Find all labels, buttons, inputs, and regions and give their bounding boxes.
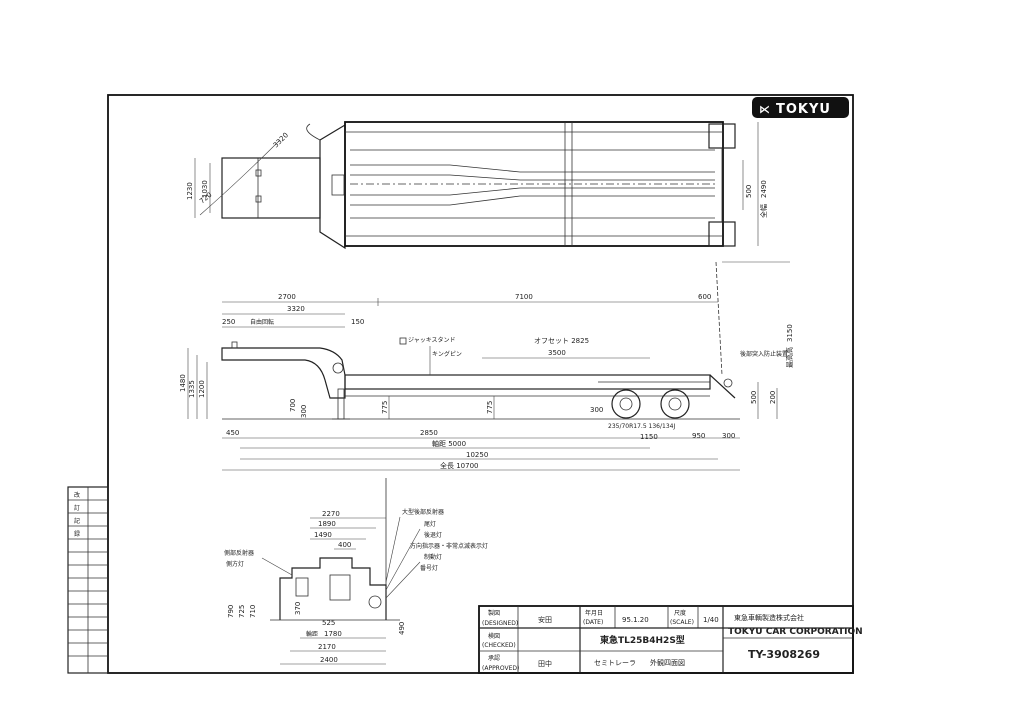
checked-label-en: (CHECKED) <box>482 642 516 649</box>
rear-dim-400: 400 <box>338 541 351 549</box>
side-dim-700: 700 <box>289 399 297 412</box>
logo-text: TOKYU <box>776 102 831 117</box>
side-dim-3150-prefix: 最高高 <box>785 347 794 368</box>
side-dim-7100: 7100 <box>515 293 533 301</box>
side-dim-500: 500 <box>750 391 758 404</box>
drawing-frame <box>107 94 854 674</box>
company-name-en: TOKYU CAR CORPORATION <box>728 627 863 637</box>
designed-label-jp: 製図 <box>488 609 500 617</box>
drawing-desc-1: セミトレーラ <box>594 659 636 667</box>
scale-label-en: (SCALE) <box>670 619 694 626</box>
rear-view: 2270 1890 1490 400 輪距 1780 2170 2400 525… <box>224 478 488 665</box>
side-tire-size: 235/70R17.5 136/134J <box>608 423 675 430</box>
side-dim-10250: 10250 <box>466 451 488 459</box>
side-dim-3320: 3320 <box>287 305 305 313</box>
rear-label-tail-lamp: 尾灯 <box>424 520 436 528</box>
logo-icon: ⋉ <box>759 103 770 116</box>
tokyu-logo: ⋉ TOKYU <box>752 97 849 118</box>
wheel-front <box>611 389 641 419</box>
rear-dim-790: 790 <box>227 605 235 618</box>
side-dim-2700: 2700 <box>278 293 296 301</box>
revision-label-2: 記 <box>74 517 80 525</box>
rear-label-brake-lamp: 制動灯 <box>424 553 442 561</box>
scale-label-jp: 尺度 <box>674 609 686 617</box>
plan-dim-500: 500 <box>745 185 753 198</box>
side-dim-1335: 1335 <box>188 380 196 398</box>
rear-dim-1780-prefix: 輪距 <box>306 630 318 638</box>
side-dim-300: 300 <box>300 405 308 418</box>
plan-dim-3320: 3320 <box>272 131 290 149</box>
side-dim-offset: オフセット 2825 <box>534 337 589 345</box>
rear-dim-725: 725 <box>238 605 246 618</box>
revision-label-1: 訂 <box>74 504 80 512</box>
side-label-kingpin: キングピン <box>432 350 462 358</box>
drawing-number: TY-3908269 <box>748 648 820 661</box>
model-name: 東急TL25B4H2S型 <box>600 634 685 646</box>
rear-dim-710: 710 <box>249 605 257 618</box>
rear-label-reverse-lamp: 後退灯 <box>424 531 442 539</box>
plan-dim-2490: 2490 <box>760 180 768 198</box>
approved-name: 田中 <box>538 659 552 668</box>
rear-label-side-reflector: 側部反射器 <box>224 549 254 557</box>
plan-dim-2490-prefix: 全幅 <box>759 204 768 218</box>
rear-dim-2170: 2170 <box>318 643 336 651</box>
revision-block: 改 訂 記 録 <box>67 486 109 674</box>
side-dim-2850: 2850 <box>420 429 438 437</box>
side-label-underrun: 後部突入防止装置 <box>740 350 788 358</box>
rear-label-side-marker: 側方灯 <box>226 560 244 568</box>
revision-label-3: 録 <box>74 530 80 538</box>
side-dim-300c: 300 <box>722 432 735 440</box>
side-dim-wheelbase: 軸距 5000 <box>432 439 466 448</box>
approved-label-en: (APPROVED) <box>482 665 519 672</box>
designed-name: 安田 <box>538 615 552 624</box>
side-dim-250-label: 自由回転 <box>250 318 274 326</box>
side-dim-450: 450 <box>226 429 239 437</box>
revision-label-0: 改 <box>74 491 80 499</box>
side-dim-150: 150 <box>351 318 364 326</box>
side-dim-300b: 300 <box>590 406 603 414</box>
company-name-jp: 東急車輌製造株式会社 <box>734 613 804 622</box>
side-dim-600: 600 <box>698 293 711 301</box>
rear-dim-525: 525 <box>322 619 335 627</box>
side-dim-1200: 1200 <box>198 380 206 398</box>
rear-dim-2400: 2400 <box>320 656 338 664</box>
drawing-desc-2: 外観四面図 <box>650 658 685 667</box>
rear-dim-490: 490 <box>398 622 406 635</box>
title-block: 製図 (DESIGNED) 安田 検図 (CHECKED) 承認 (APPROV… <box>478 605 863 674</box>
date-label-en: (DATE) <box>583 619 603 626</box>
rear-dim-1490: 1490 <box>314 531 332 539</box>
rear-label-turn-signal: 方向指示器・非常点滅表示灯 <box>410 542 488 550</box>
side-dim-775b: 775 <box>486 401 494 414</box>
approved-label-jp: 承認 <box>488 654 500 662</box>
side-label-jack-stand: ジャッキスタンド <box>408 336 456 344</box>
side-view: 2700 7100 600 3320 250 自由回転 150 ジャッキ <box>179 261 794 471</box>
side-dim-3150: 3150 <box>786 324 794 342</box>
rear-dim-370: 370 <box>294 602 302 615</box>
side-dim-overall: 全長 10700 <box>440 461 479 470</box>
rear-dim-2270: 2270 <box>322 510 340 518</box>
date-value: 95.1.20 <box>622 616 649 624</box>
side-dim-950: 950 <box>692 432 705 440</box>
side-dim-3500: 3500 <box>548 349 566 357</box>
side-dim-1480: 1480 <box>179 374 187 392</box>
rear-label-plate-lamp: 番号灯 <box>420 564 438 572</box>
scale-value: 1/40 <box>703 616 719 624</box>
plan-dim-1030: 1030 <box>201 180 209 198</box>
wheel-rear <box>660 389 690 419</box>
plan-dim-1230: 1230 <box>186 182 194 200</box>
plan-view: 1230 1030 720 3320 500 全幅 2490 <box>186 121 768 250</box>
rear-dim-1890: 1890 <box>318 520 336 528</box>
rear-label-large-reflector: 大型後部反射器 <box>402 508 444 516</box>
designed-label-en: (DESIGNED) <box>482 620 518 627</box>
side-dim-200: 200 <box>769 391 777 404</box>
side-dim-250: 250 <box>222 318 235 326</box>
side-dim-775a: 775 <box>381 401 389 414</box>
date-label-jp: 年月日 <box>585 609 603 617</box>
side-dim-1150: 1150 <box>640 433 658 441</box>
checked-label-jp: 検図 <box>488 632 500 640</box>
rear-dim-1780: 1780 <box>324 630 342 638</box>
